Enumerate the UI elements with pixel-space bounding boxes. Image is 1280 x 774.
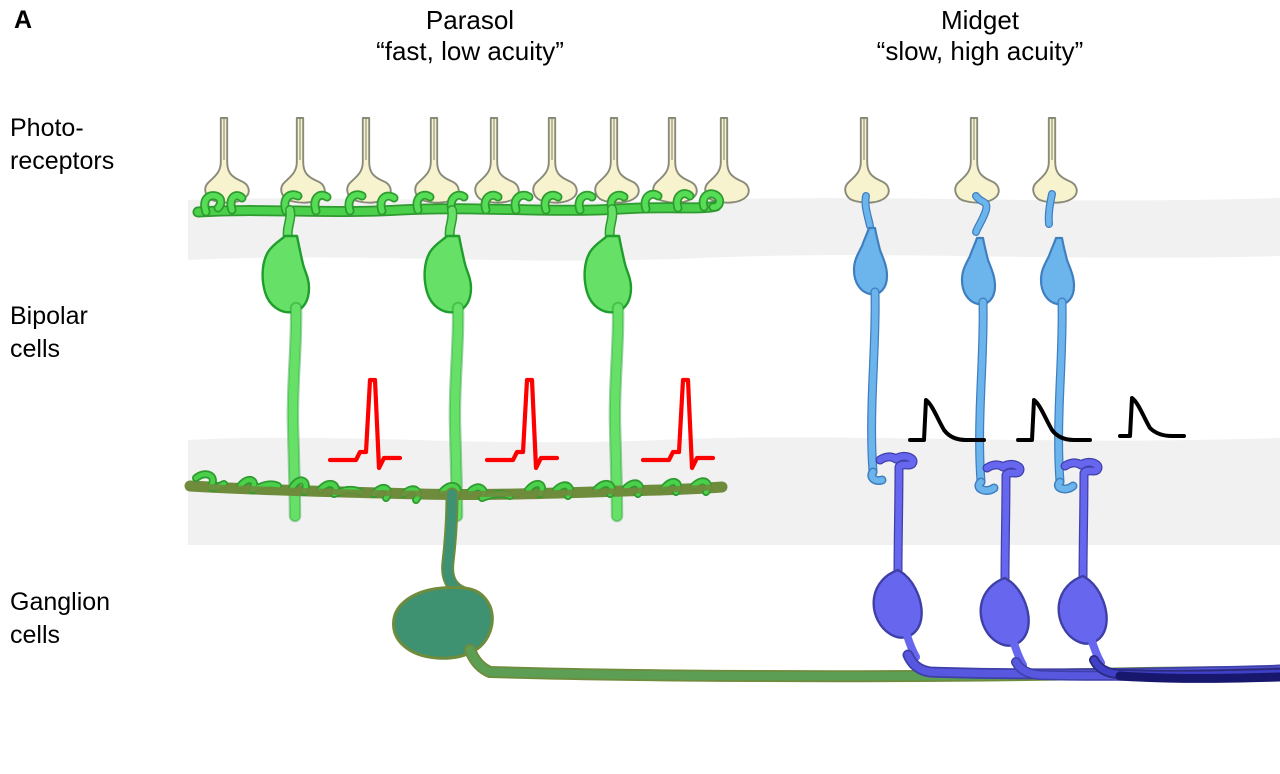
column-title-midget-sub: “slow, high acuity”: [876, 36, 1084, 66]
parasol-spike-traces: [327, 377, 716, 471]
column-title-midget: Midget “slow, high acuity”: [760, 5, 1200, 67]
parasol-ganglion-dendritic-field: [184, 470, 728, 504]
spike-trace: [327, 377, 403, 471]
spike-trace: [484, 377, 560, 471]
row-label-bipolar-cells: Bipolar cells: [10, 300, 88, 366]
midget-bipolar-terminals: [867, 467, 1078, 495]
row-label-ganglion-cells: Ganglion cells: [10, 586, 110, 652]
midget-axon-bundle: [902, 649, 1280, 683]
parasol-photoreceptor-row: [204, 117, 750, 204]
row-label-ganglion-line1: Ganglion: [10, 588, 111, 616]
parasol-bipolar-dendrites: [192, 189, 725, 243]
row-label-ganglion-line2: cells: [10, 621, 61, 649]
midget-bipolar-dendrites: [861, 190, 1056, 236]
spike-trace: [640, 377, 716, 471]
epsp-trace: [1016, 398, 1092, 442]
row-label-photoreceptors: Photo- receptors: [10, 112, 114, 178]
column-title-parasol-sub: “fast, low acuity”: [376, 36, 564, 66]
panel-letter: A: [14, 6, 33, 34]
epsp-trace: [908, 398, 986, 442]
row-label-photoreceptors-line1: Photo-: [10, 114, 84, 142]
column-title-parasol-main: Parasol: [425, 5, 515, 35]
row-label-photoreceptors-line2: receptors: [10, 147, 115, 175]
midget-epsp-traces: [908, 396, 1186, 442]
midget-photoreceptor-row: [844, 117, 1078, 204]
row-label-bipolar-line1: Bipolar: [10, 302, 88, 330]
column-title-midget-main: Midget: [940, 5, 1020, 35]
row-label-bipolar-line2: cells: [10, 335, 61, 363]
epsp-trace: [1118, 396, 1186, 438]
column-title-parasol: Parasol “fast, low acuity”: [250, 5, 690, 67]
